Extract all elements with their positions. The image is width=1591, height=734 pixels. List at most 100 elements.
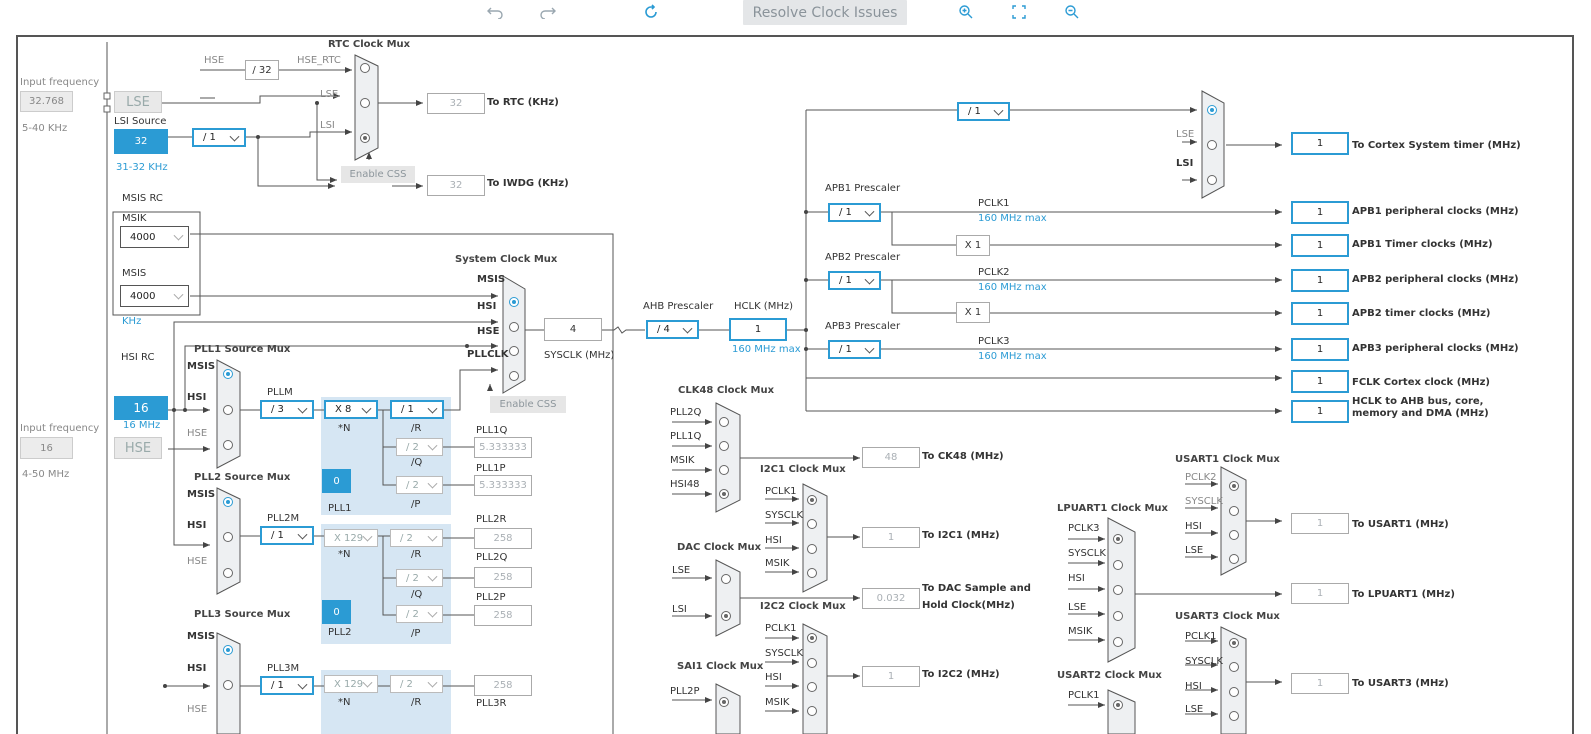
rtc-enable-css-button[interactable]: Enable CSS <box>341 166 415 183</box>
apb1-timer-multiplier: X 1 <box>956 235 990 256</box>
clk48-radio-pll2q[interactable] <box>719 417 729 427</box>
sysmux-radio-msis[interactable] <box>509 297 519 307</box>
cortex-radio-lse[interactable] <box>1207 140 1217 150</box>
dac-radio-lsi[interactable] <box>721 611 731 621</box>
apb3-prescaler-select[interactable]: / 1 <box>828 340 881 359</box>
pllm-select[interactable]: / 3 <box>260 400 314 419</box>
lpuart1-radio-sysclk[interactable] <box>1113 560 1123 570</box>
pll1-radio-hse[interactable] <box>223 440 233 450</box>
sysmux-radio-hse[interactable] <box>509 346 519 356</box>
lsi-source-box[interactable]: 32 <box>114 129 168 154</box>
msik-select[interactable]: 4000 <box>120 226 189 248</box>
redo-icon[interactable] <box>537 0 559 24</box>
i2c1-in-hsi: HSI <box>765 535 782 546</box>
usart3-radio-sysclk[interactable] <box>1229 662 1239 672</box>
pll1-fraction-box[interactable]: 0 <box>322 469 351 493</box>
i2c2-radio-pclk1[interactable] <box>807 633 817 643</box>
hse-rtc-divider[interactable]: / 32 <box>245 60 279 80</box>
undo-icon[interactable] <box>484 0 506 24</box>
sysmux-radio-pllclk[interactable] <box>509 371 519 381</box>
dac-radio-lse[interactable] <box>721 574 731 584</box>
pll3n-select[interactable]: X 129 <box>324 675 378 693</box>
rtc-mux-radio-lse[interactable] <box>360 98 370 108</box>
fit-screen-icon[interactable] <box>1008 0 1030 24</box>
apb2-timer-value[interactable]: 1 <box>1291 302 1349 325</box>
pll2r-select[interactable]: / 2 <box>390 529 443 547</box>
zoom-in-icon[interactable] <box>955 0 977 24</box>
pll1q-select[interactable]: / 2 <box>396 438 443 456</box>
i2c1-radio-msik[interactable] <box>807 568 817 578</box>
apb1-timer-value[interactable]: 1 <box>1291 234 1349 257</box>
sysclk-value[interactable]: 4 <box>544 318 602 341</box>
ahb-prescaler-select[interactable]: / 4 <box>646 320 699 339</box>
hclk-value[interactable]: 1 <box>729 318 787 341</box>
clk48-radio-pll1q[interactable] <box>719 441 729 451</box>
pll1-radio-hsi[interactable] <box>223 405 233 415</box>
cortex-divider-select[interactable]: / 1 <box>957 102 1010 121</box>
pll1r-select[interactable]: / 1 <box>390 400 444 419</box>
lpuart1-radio-pclk3[interactable] <box>1113 534 1123 544</box>
rtc-mux-radio-lsi[interactable] <box>360 133 370 143</box>
zoom-out-icon[interactable] <box>1061 0 1083 24</box>
usart1-radio-pclk2[interactable] <box>1229 481 1239 491</box>
usart1-radio-lse[interactable] <box>1229 554 1239 564</box>
hclk-ahb-value[interactable]: 1 <box>1291 400 1349 423</box>
i2c2-radio-msik[interactable] <box>807 706 817 716</box>
cortex-radio-lsi[interactable] <box>1207 175 1217 185</box>
pll2n-select[interactable]: X 129 <box>324 529 378 547</box>
pll2-radio-hsi[interactable] <box>223 532 233 542</box>
sai1-radio-pll2p[interactable] <box>719 697 729 707</box>
cortex-radio-hclk[interactable] <box>1207 105 1217 115</box>
pll1p-select[interactable]: / 2 <box>396 476 443 494</box>
usart1-radio-hsi[interactable] <box>1229 530 1239 540</box>
pclk2-label: PCLK2 <box>978 267 1010 278</box>
usart1-radio-sysclk[interactable] <box>1229 506 1239 516</box>
pll2-fraction-box[interactable]: 0 <box>322 600 351 624</box>
pll3r-select[interactable]: / 2 <box>390 675 443 693</box>
pll2q-select[interactable]: / 2 <box>396 569 443 587</box>
usart2-radio-pclk1[interactable] <box>1113 700 1123 710</box>
i2c2-radio-hsi[interactable] <box>807 682 817 692</box>
apb1-prescaler-select[interactable]: / 1 <box>828 203 881 222</box>
pll2-radio-hse[interactable] <box>223 568 233 578</box>
i2c1-radio-sysclk[interactable] <box>807 519 817 529</box>
apb3-peripheral-value[interactable]: 1 <box>1291 338 1349 361</box>
lsi-divider-select[interactable]: / 1 <box>192 128 246 147</box>
sysclk-enable-css-button[interactable]: Enable CSS <box>490 396 566 413</box>
hsi-rc-box[interactable]: 16 <box>114 396 168 420</box>
hse-source-box[interactable]: HSE <box>114 437 162 459</box>
pll3-radio-hsi[interactable] <box>223 680 233 690</box>
hse-input-frequency[interactable]: 16 <box>20 437 73 459</box>
usart3-radio-hsi[interactable] <box>1229 687 1239 697</box>
cortex-timer-value[interactable]: 1 <box>1291 132 1349 155</box>
usart3-radio-lse[interactable] <box>1229 711 1239 721</box>
resolve-clock-issues-button[interactable]: Resolve Clock Issues <box>743 0 907 25</box>
pll2p-select[interactable]: / 2 <box>396 605 443 623</box>
fclk-value[interactable]: 1 <box>1291 370 1349 393</box>
lse-source-box[interactable]: LSE <box>114 91 162 113</box>
apb2-prescaler-select[interactable]: / 1 <box>828 271 881 290</box>
pll2m-select[interactable]: / 1 <box>260 526 314 545</box>
clk48-radio-msik[interactable] <box>719 465 729 475</box>
pll3-radio-msis[interactable] <box>223 645 233 655</box>
i2c1-radio-pclk1[interactable] <box>807 495 817 505</box>
rtc-mux-radio-hse[interactable] <box>360 63 370 73</box>
lpuart1-radio-hsi[interactable] <box>1113 585 1123 595</box>
pll1-radio-msis[interactable] <box>223 369 233 379</box>
i2c1-radio-hsi[interactable] <box>807 544 817 554</box>
pll1n-select[interactable]: X 8 <box>324 400 378 419</box>
apb1-peripheral-value[interactable]: 1 <box>1291 201 1349 224</box>
pll2-radio-msis[interactable] <box>223 497 233 507</box>
lpuart1-radio-lse[interactable] <box>1113 611 1123 621</box>
pll1p-output-label: PLL1P <box>476 463 506 474</box>
msis-select[interactable]: 4000 <box>120 285 189 307</box>
refresh-icon[interactable] <box>640 0 662 24</box>
lse-input-frequency[interactable]: 32.768 <box>20 91 73 112</box>
pll3m-select[interactable]: / 1 <box>260 676 314 695</box>
apb2-peripheral-value[interactable]: 1 <box>1291 269 1349 292</box>
usart3-radio-pclk1[interactable] <box>1229 638 1239 648</box>
lpuart1-radio-msik[interactable] <box>1113 637 1123 647</box>
sysmux-radio-hsi[interactable] <box>509 322 519 332</box>
i2c2-radio-sysclk[interactable] <box>807 658 817 668</box>
clk48-radio-hsi48[interactable] <box>719 489 729 499</box>
